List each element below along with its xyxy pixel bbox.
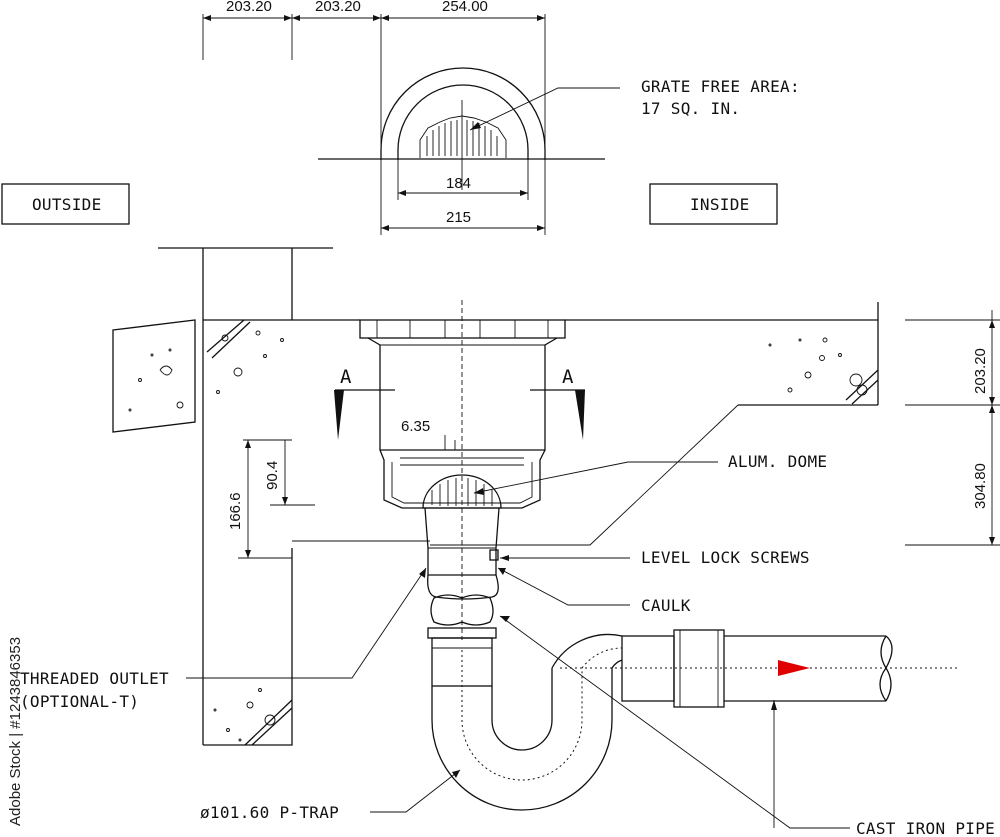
wall-and-slab: [112, 247, 879, 746]
level-lock-screws-label: LEVEL LOCK SCREWS: [641, 548, 810, 567]
p-trap-piping: [427, 594, 960, 811]
top-dimension-chain: 203.20 203.20 254.00: [202, 0, 546, 160]
stock-watermark: Adobe Stock | #1243846353: [7, 637, 24, 826]
dim-top-b: 203.20: [315, 0, 361, 15]
dim-grate-inner: 184: [446, 175, 471, 192]
grate-slots: [426, 120, 498, 156]
cast-iron-pipe-label: CAST IRON PIPE: [856, 819, 995, 837]
outside-label: OUTSIDE: [32, 195, 102, 214]
concrete-aggregate: [128, 330, 868, 742]
dim-right-lower: 304.80: [972, 463, 989, 509]
dim-grate-outer: 215: [446, 209, 471, 226]
callout-leaders: ALUM. DOME LEVEL LOCK SCREWS CAULK THREA…: [20, 404, 995, 837]
section-mark-right: A: [530, 366, 585, 440]
section-label-left: A: [340, 366, 352, 388]
dim-gap: 6.35: [401, 418, 430, 435]
right-dims: 203.20 304.80: [905, 310, 1000, 546]
inside-label: INSIDE: [690, 195, 750, 214]
grate-area-callout: GRATE FREE AREA: 17 SQ. IN.: [469, 77, 800, 131]
drain-body: 6.35: [359, 300, 566, 640]
flow-direction-arrow: [778, 660, 810, 676]
p-trap-label: ø101.60 P-TRAP: [200, 803, 339, 822]
caulk-label: CAULK: [641, 596, 691, 615]
alum-dome-label: ALUM. DOME: [728, 452, 827, 471]
dim-top-a: 203.20: [226, 0, 272, 15]
dim-height-total: 166.6: [227, 492, 244, 530]
grate-area-label-2: 17 SQ. IN.: [641, 99, 740, 118]
section-label-right: A: [562, 366, 574, 388]
left-height-dims: 166.6 90.4: [227, 439, 430, 559]
outside-tag: OUTSIDE: [1, 183, 130, 225]
section-mark-left: A: [334, 366, 395, 440]
dim-right-upper: 203.20: [972, 348, 989, 394]
watermark-text: Adobe Stock | #1243846353: [7, 637, 24, 826]
grate-area-label-1: GRATE FREE AREA:: [641, 77, 800, 96]
dim-top-c: 254.00: [442, 0, 488, 15]
inside-tag: INSIDE: [649, 183, 778, 225]
dim-height-part: 90.4: [264, 461, 281, 490]
grate-plan-view: 184 215: [318, 67, 605, 235]
threaded-outlet-label-2: (OPTIONAL-T): [20, 692, 139, 711]
threaded-outlet-label-1: THREADED OUTLET: [20, 669, 169, 688]
